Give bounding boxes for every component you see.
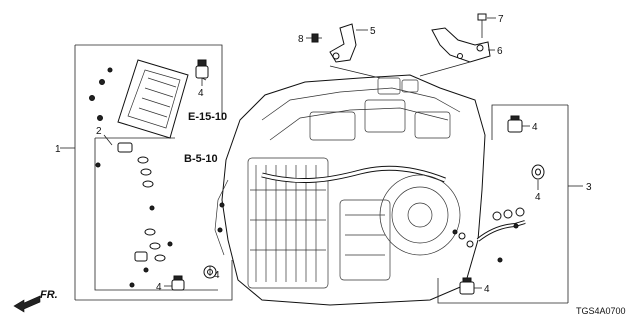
callout-7: 7 [498, 14, 504, 25]
callout-4-right-mid: 4 [535, 192, 541, 203]
drain-plug-icon [195, 59, 209, 86]
diagram-code: TGS4A0700 [576, 306, 626, 316]
bracket-6 [431, 27, 491, 63]
callout-5: 5 [370, 26, 376, 37]
callout-3: 3 [586, 182, 592, 193]
plug-right-top-icon [507, 115, 523, 133]
callout-2: 2 [96, 126, 102, 137]
ref-code-e-15-10: E-15-10 [188, 111, 227, 123]
left-group-bracket [60, 44, 233, 301]
front-direction-arrow-icon [13, 295, 41, 313]
direction-label: FR. [40, 289, 58, 301]
callout-4-right-top: 4 [532, 122, 538, 133]
transmission-assembly [214, 74, 486, 306]
bracket-5 [329, 23, 357, 63]
callout-8: 8 [298, 34, 304, 45]
callout-1: 1 [55, 144, 61, 155]
callout-6: 6 [497, 46, 503, 57]
callout-4-washer: 4 [214, 270, 220, 281]
hose-clips [95, 156, 173, 288]
right-group-bracket [437, 104, 583, 304]
cooler-hose [108, 142, 148, 264]
washer-right-icon [531, 164, 545, 180]
callout-4-left-bottom: 4 [156, 282, 162, 293]
callout-4-right-bottom: 4 [484, 284, 490, 295]
callout-leaders [103, 17, 539, 289]
callout-4-cooler: 4 [198, 88, 204, 99]
bolt-8-icon [306, 33, 319, 43]
bolt-7-icon [477, 13, 487, 38]
plug-bottom-left-icon [171, 275, 185, 291]
ref-code-b-5-10: B-5-10 [184, 153, 218, 165]
cooler-bolts [89, 67, 113, 121]
right-pipe [452, 207, 526, 263]
oil-cooler [117, 59, 189, 139]
